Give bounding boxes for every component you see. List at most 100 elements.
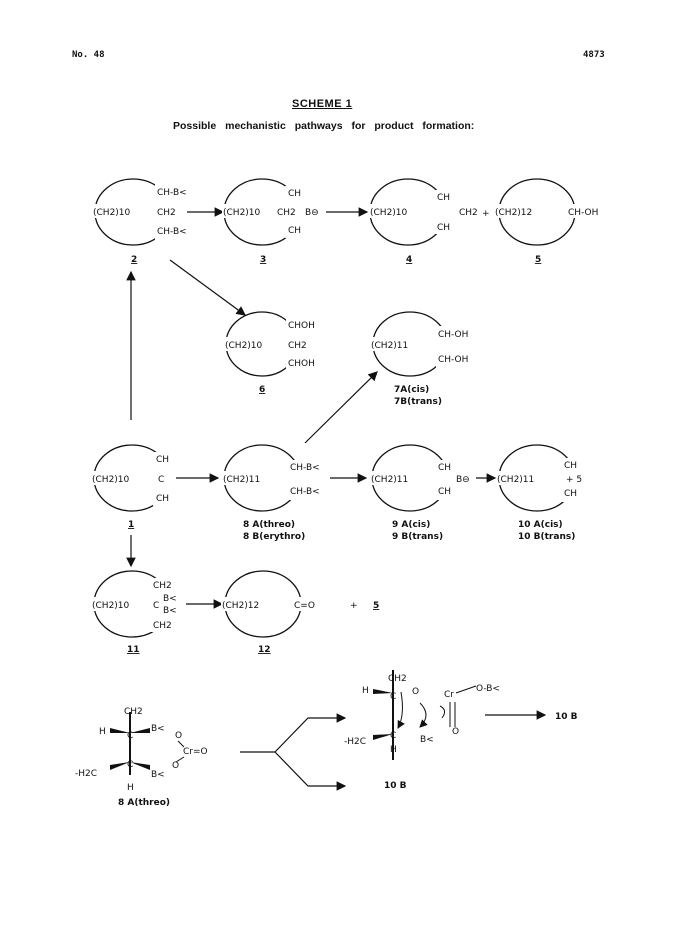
svg-text:(CH2)11: (CH2)11 <box>371 475 408 485</box>
journal-issue: No. 48 <box>72 50 105 60</box>
svg-text:B<: B< <box>151 770 165 780</box>
svg-text:+ 5: + 5 <box>566 475 582 485</box>
svg-text:CH: CH <box>437 223 450 233</box>
svg-text:Cr=O: Cr=O <box>183 747 208 757</box>
label-5: 5 <box>535 255 541 265</box>
label-9b: 9 B(trans) <box>392 532 443 542</box>
svg-text:CH: CH <box>438 463 451 473</box>
compound-4: (CH2)10 CH CH2 CH 4 <box>369 178 483 265</box>
svg-text:C: C <box>390 692 396 702</box>
svg-text:(CH2)10: (CH2)10 <box>93 208 131 218</box>
svg-text:CH2: CH2 <box>388 674 407 684</box>
svg-text:B<: B< <box>151 724 165 734</box>
svg-text:B<: B< <box>163 594 177 604</box>
label-9a: 9 A(cis) <box>392 520 430 530</box>
svg-text:CH: CH <box>437 193 450 203</box>
svg-text:O: O <box>412 687 419 697</box>
label-4: 4 <box>406 255 412 265</box>
svg-text:(CH2)12: (CH2)12 <box>495 208 532 218</box>
svg-text:B⊖: B⊖ <box>456 475 470 485</box>
label-8a-threo: 8 A(threo) <box>118 798 170 808</box>
compound-3: (CH2)10 CH CH2 B⊖ CH 3 <box>222 178 325 265</box>
compound-7: (CH2)11 CH-OH CH-OH 7A(cis) 7B(trans) <box>370 311 486 407</box>
label-10b-right: 10 B <box>555 712 578 722</box>
svg-text:CH2: CH2 <box>157 208 176 218</box>
label-7a: 7A(cis) <box>394 385 429 395</box>
scheme-caption: Possible mechanistic pathways for produc… <box>173 120 475 132</box>
svg-text:B<: B< <box>163 606 177 616</box>
compound-2: (CH2)10 CH-B< CH2 CH-B< 2 <box>92 178 201 265</box>
svg-text:C: C <box>390 731 396 741</box>
label-7b: 7B(trans) <box>394 397 442 407</box>
label-10a: 10 A(cis) <box>518 520 563 530</box>
svg-text:CH: CH <box>564 489 577 499</box>
svg-text:CH-OH: CH-OH <box>438 355 468 365</box>
label-8a: 8 A(threo) <box>243 520 295 530</box>
svg-text:(CH2)11: (CH2)11 <box>223 475 260 485</box>
label-6: 6 <box>259 385 265 395</box>
arrow-lower <box>274 751 347 791</box>
svg-text:(CH2)12: (CH2)12 <box>222 601 259 611</box>
svg-text:CH: CH <box>438 487 451 497</box>
svg-text:CH2: CH2 <box>459 208 478 218</box>
svg-text:CH-B<: CH-B< <box>290 463 320 473</box>
svg-text:CH2: CH2 <box>277 208 296 218</box>
svg-text:(CH2)10: (CH2)10 <box>92 475 130 485</box>
svg-text:-H2C: -H2C <box>344 737 366 747</box>
svg-text:CHOH: CHOH <box>288 359 315 369</box>
svg-text:(CH2)10: (CH2)10 <box>370 208 408 218</box>
svg-text:CH2: CH2 <box>124 707 143 717</box>
compound-12: (CH2)12 C=O 12 <box>221 570 320 655</box>
svg-text:C: C <box>127 731 133 741</box>
compound-5: (CH2)12 CH-OH 5 <box>494 178 610 265</box>
svg-text:CH-B<: CH-B< <box>157 188 187 198</box>
svg-text:O: O <box>452 727 459 737</box>
compound-11: (CH2)10 CH2 C B< B< CH2 11 <box>91 570 190 655</box>
label-12: 12 <box>258 645 271 655</box>
svg-text:O: O <box>175 731 182 741</box>
svg-text:CH: CH <box>288 226 301 236</box>
svg-text:CH: CH <box>156 455 169 465</box>
svg-text:(CH2)10: (CH2)10 <box>92 601 130 611</box>
arrow-8-7 <box>304 371 378 444</box>
label-11: 11 <box>127 645 140 655</box>
svg-text:B<: B< <box>420 735 434 745</box>
compound-8a-chromate: CH2 C C H B< -H2C B< H O O Cr=O 8 A(thre… <box>75 707 208 808</box>
label-10b-lower: 10 B <box>384 781 407 791</box>
svg-text:C: C <box>153 601 159 611</box>
svg-text:H: H <box>127 783 134 793</box>
svg-text:(CH2)11: (CH2)11 <box>371 341 408 351</box>
svg-text:CH-B<: CH-B< <box>157 227 187 237</box>
cyclic-chromate-ester: CH2 C C H -H2C H O Cr O B< O-B< 10 B <box>344 670 500 791</box>
svg-text:H: H <box>390 745 397 755</box>
svg-text:O-B<: O-B< <box>476 684 500 694</box>
scheme-title: SCHEME 1 <box>292 98 353 110</box>
svg-text:C=O: C=O <box>294 601 315 611</box>
svg-text:5: 5 <box>373 601 379 611</box>
label-2: 2 <box>131 255 137 265</box>
svg-text:-H2C: -H2C <box>75 769 97 779</box>
label-1: 1 <box>128 520 134 530</box>
svg-text:C: C <box>158 475 164 485</box>
compound-9: (CH2)11 CH B⊖ CH 9 A(cis) 9 B(trans) <box>370 444 476 542</box>
svg-text:B⊖: B⊖ <box>305 208 319 218</box>
svg-text:H: H <box>362 686 369 696</box>
svg-text:CH-OH: CH-OH <box>438 330 468 340</box>
page-number: 4873 <box>583 50 605 60</box>
compound-1: (CH2)10 CH C CH 1 <box>91 444 175 530</box>
svg-text:CH-OH: CH-OH <box>568 208 598 218</box>
svg-text:CHOH: CHOH <box>288 321 315 331</box>
arrow-upper <box>274 713 347 753</box>
arrow-2-6 <box>169 259 246 316</box>
compound-6: (CH2)10 CHOH CH2 CHOH 6 <box>224 311 328 395</box>
svg-text:CH: CH <box>156 494 169 504</box>
svg-text:(CH2)10: (CH2)10 <box>225 341 263 351</box>
plus-sign: + <box>482 209 490 219</box>
svg-text:CH: CH <box>564 461 577 471</box>
svg-text:CH: CH <box>288 189 301 199</box>
svg-text:CH2: CH2 <box>153 581 172 591</box>
svg-text:H: H <box>99 727 106 737</box>
svg-text:O: O <box>172 761 179 771</box>
svg-text:CH2: CH2 <box>153 621 172 631</box>
